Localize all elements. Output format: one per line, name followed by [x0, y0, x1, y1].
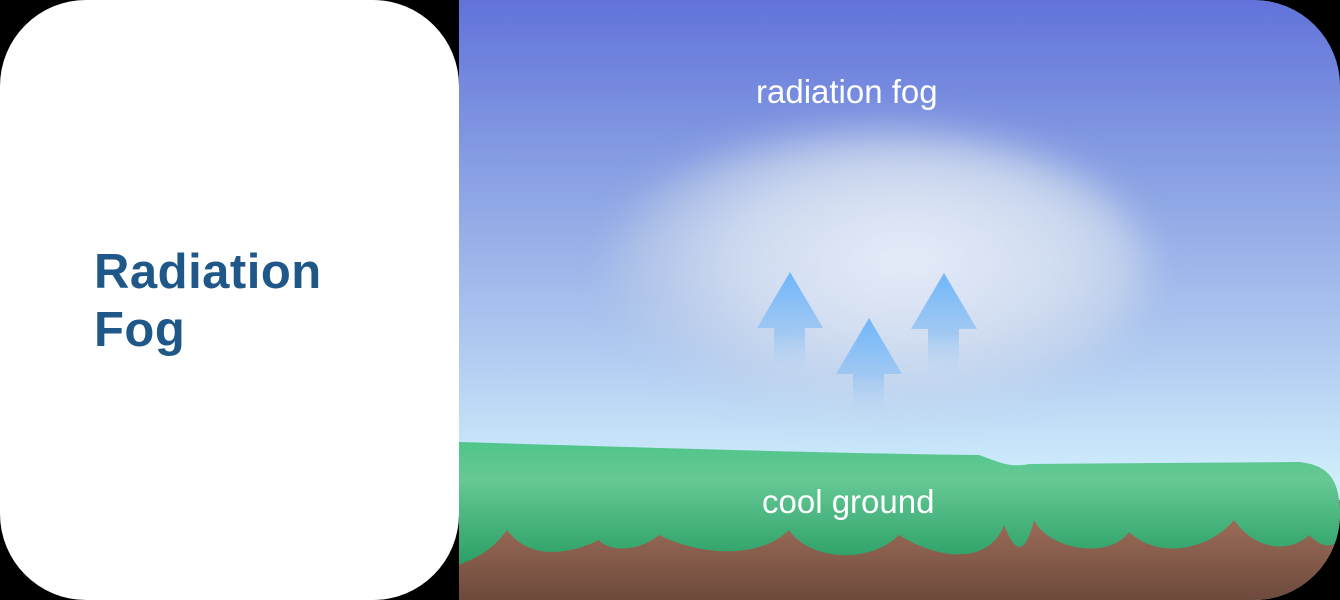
title-line-1: Radiation: [94, 245, 322, 299]
fog-label: radiation fog: [756, 73, 938, 110]
diagram-title: Radiation Fog: [94, 243, 322, 359]
ground-label: cool ground: [762, 483, 935, 520]
title-card: Radiation Fog: [0, 0, 459, 600]
rising-arrow-icon: [757, 272, 823, 382]
cool-ground: [459, 442, 1340, 600]
title-line-2: Fog: [94, 303, 186, 357]
fog-scene: radiation fog cool ground: [459, 0, 1340, 600]
rising-arrow-icon: [836, 318, 902, 423]
rising-arrow-icon: [911, 273, 977, 383]
